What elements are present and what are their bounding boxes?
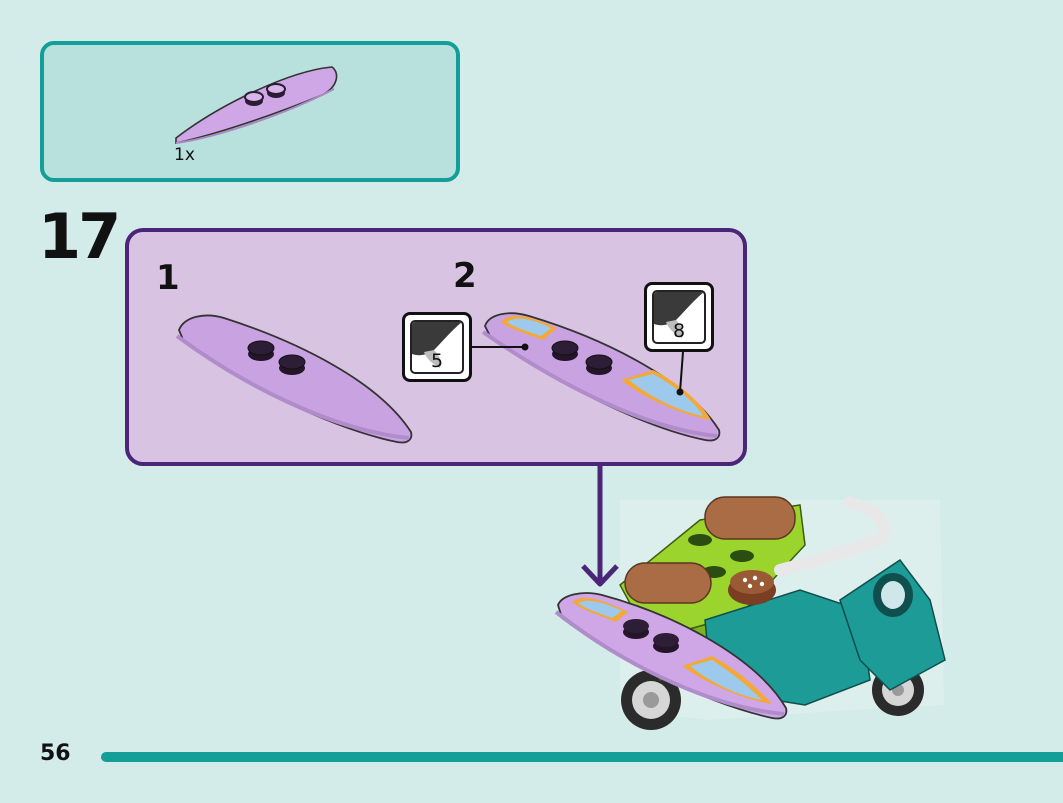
stud	[247, 340, 275, 361]
sticker-5-leader-dot	[521, 343, 529, 351]
sticker-peel-icon	[412, 322, 462, 368]
substep-label-1: 1	[156, 258, 180, 298]
assembly-arrow-icon	[581, 466, 619, 587]
seat	[704, 496, 796, 540]
sticker-8-leader-dot	[676, 388, 684, 396]
substep-label-2: 2	[453, 256, 477, 296]
parts-count: 1x	[174, 145, 195, 165]
stud	[278, 354, 306, 375]
stud	[266, 83, 286, 98]
page-number: 56	[40, 741, 71, 766]
stud	[244, 91, 264, 106]
surfboard-stickered-illustration	[472, 312, 721, 442]
teal-scooter-body	[704, 558, 946, 706]
footer-bar	[101, 752, 1063, 762]
stud	[585, 354, 613, 375]
sticker-number-8: 8	[672, 320, 686, 342]
front-wheel	[872, 664, 924, 716]
seat	[624, 562, 712, 604]
green-sidecar	[619, 504, 806, 681]
cookie-piece	[728, 570, 776, 605]
attached-surfboard	[554, 592, 788, 720]
sticker-8-leader-line	[679, 351, 684, 393]
substep-box: 1 2	[125, 228, 747, 466]
sticker-peel-icon	[654, 292, 704, 338]
handlebar	[774, 496, 891, 576]
sticker-tag-5: 5	[402, 312, 472, 382]
sticker-number-5: 5	[430, 350, 444, 372]
stud	[551, 340, 579, 361]
parts-callout: 1x	[40, 41, 460, 182]
surfboard-plain-illustration	[175, 314, 413, 444]
rear-wheel	[621, 670, 681, 730]
surfboard-piece-icon	[175, 66, 338, 144]
step-number: 17	[38, 200, 121, 273]
sticker-tag-8: 8	[644, 282, 714, 352]
